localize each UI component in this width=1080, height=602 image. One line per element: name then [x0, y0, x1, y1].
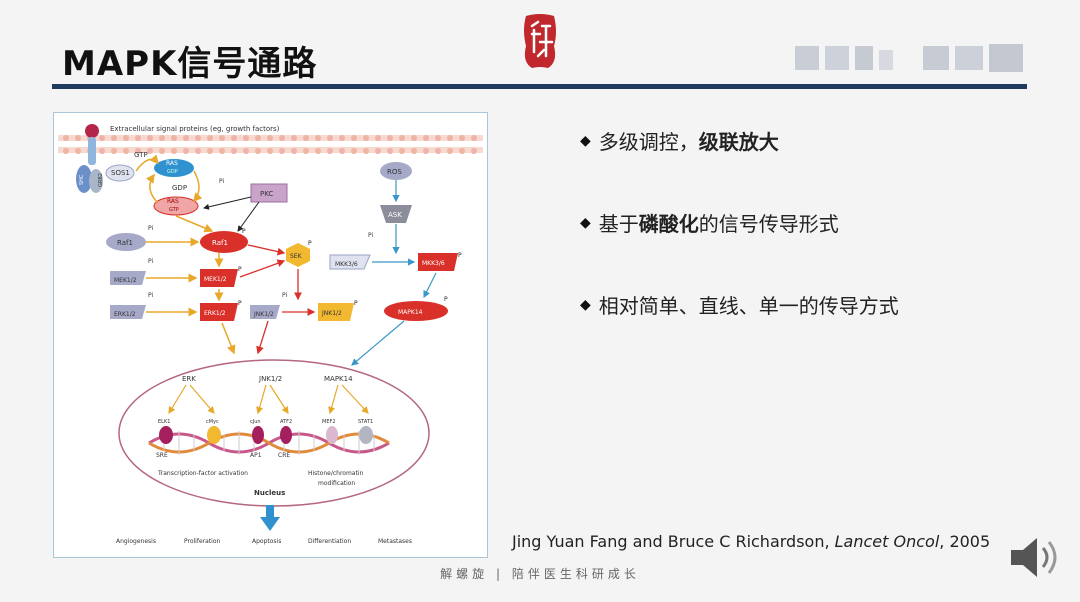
svg-text:Histone/chromatin: Histone/chromatin: [308, 470, 363, 477]
svg-text:Pi: Pi: [219, 178, 224, 185]
svg-text:GTP: GTP: [169, 207, 179, 213]
bullet-3: ◆ 相对简单、直线、单一的传导方式: [580, 294, 899, 318]
citation: Jing Yuan Fang and Bruce C Richardson, L…: [512, 532, 991, 551]
bullet-1: ◆ 多级调控，级联放大: [580, 130, 779, 154]
svg-text:cMyc: cMyc: [206, 419, 219, 425]
slide-title: MAPK信号通路: [62, 44, 318, 84]
ras-gdp-node: [154, 159, 194, 177]
diamond-bullet-icon: ◆: [580, 132, 591, 149]
speaker-icon[interactable]: [1005, 530, 1065, 585]
svg-text:P: P: [458, 252, 462, 259]
seal-logo-icon: [524, 14, 556, 68]
svg-text:MAPK14: MAPK14: [324, 375, 353, 383]
svg-text:MEK1/2: MEK1/2: [114, 277, 137, 284]
svg-text:SHC: SHC: [79, 174, 85, 185]
mapk-pathway-figure: Extracellular signal proteins (eg, growt…: [53, 112, 488, 558]
svg-text:SOS1: SOS1: [111, 169, 130, 177]
svg-text:Pi: Pi: [148, 258, 153, 265]
svg-text:Proliferation: Proliferation: [184, 538, 220, 545]
svg-text:ERK: ERK: [182, 375, 196, 383]
svg-text:ROS: ROS: [387, 168, 402, 176]
svg-text:P: P: [444, 296, 448, 303]
svg-text:Raf1: Raf1: [212, 239, 228, 247]
svg-text:Transcription-factor activatio: Transcription-factor activation: [157, 470, 248, 477]
svg-text:JNK1/2: JNK1/2: [253, 311, 274, 318]
svg-text:SEK: SEK: [290, 253, 303, 260]
svg-text:MKK3/6: MKK3/6: [335, 261, 358, 268]
svg-text:Apoptosis: Apoptosis: [252, 538, 281, 545]
bullet-2: ◆ 基于磷酸化的信号传导形式: [580, 212, 839, 236]
svg-text:Raf1: Raf1: [117, 239, 133, 247]
svg-text:P: P: [308, 240, 312, 247]
svg-text:ELK1: ELK1: [158, 419, 170, 425]
diamond-bullet-icon: ◆: [580, 214, 591, 231]
blurred-brand-logo-icon: [795, 44, 1023, 72]
pkc-node: [250, 183, 288, 203]
svg-text:Nucleus: Nucleus: [254, 489, 285, 497]
svg-text:P: P: [238, 300, 242, 307]
svg-text:P: P: [354, 300, 358, 307]
diamond-bullet-icon: ◆: [580, 296, 591, 313]
svg-text:GDP: GDP: [172, 184, 187, 192]
svg-text:CRE: CRE: [278, 452, 290, 459]
svg-text:MAPK14: MAPK14: [398, 309, 423, 316]
svg-text:GDP: GDP: [167, 169, 178, 175]
svg-text:Metastases: Metastases: [378, 538, 412, 545]
svg-text:SRE: SRE: [156, 452, 168, 459]
svg-text:GRB2: GRB2: [98, 173, 104, 187]
svg-text:Differentiation: Differentiation: [308, 538, 351, 545]
footer-brand: 解螺旋 | 陪伴医生科研成长: [440, 567, 640, 581]
svg-text:MEF2: MEF2: [322, 419, 336, 425]
svg-text:JNK1/2: JNK1/2: [321, 310, 342, 317]
svg-text:ATF2: ATF2: [280, 419, 292, 425]
extracellular-label: Extracellular signal proteins (eg, growt…: [110, 125, 280, 133]
pathway-diagram: Extracellular signal proteins (eg, growt…: [58, 124, 483, 545]
svg-text:PKC: PKC: [260, 190, 273, 198]
svg-text:Pi: Pi: [368, 232, 373, 239]
svg-text:modification: modification: [318, 480, 355, 487]
svg-text:STAT1: STAT1: [358, 419, 373, 425]
svg-text:Pi: Pi: [282, 292, 287, 299]
svg-text:GTP: GTP: [134, 151, 148, 159]
title-divider: [52, 84, 1027, 89]
svg-text:MEK1/2: MEK1/2: [204, 276, 227, 283]
svg-text:Pi: Pi: [148, 225, 153, 232]
svg-text:cJun: cJun: [250, 419, 261, 425]
svg-text:ERK1/2: ERK1/2: [204, 310, 226, 317]
svg-text:RAS: RAS: [167, 198, 179, 205]
svg-text:Pi: Pi: [148, 292, 153, 299]
svg-text:MKK3/6: MKK3/6: [422, 260, 445, 267]
svg-text:P: P: [238, 266, 242, 273]
svg-text:ERK1/2: ERK1/2: [114, 311, 136, 318]
receptor-complex: SHC GRB2 SOS1: [76, 124, 135, 193]
svg-text:JNK1/2: JNK1/2: [258, 375, 282, 383]
svg-text:RAS: RAS: [166, 160, 178, 167]
svg-text:AP1: AP1: [250, 452, 262, 459]
svg-text:P: P: [242, 228, 246, 235]
svg-text:ASK: ASK: [388, 211, 402, 219]
svg-text:Angiogenesis: Angiogenesis: [116, 538, 156, 545]
